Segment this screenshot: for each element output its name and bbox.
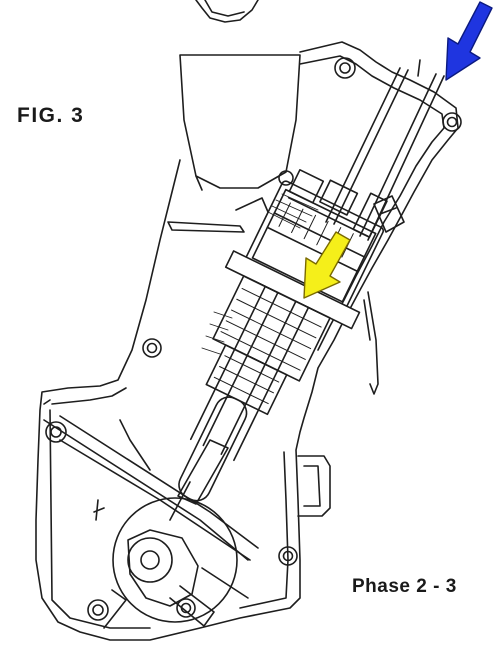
housing-outline xyxy=(35,41,459,641)
blue-arrow-icon xyxy=(445,1,493,81)
cylinder-assembly xyxy=(178,169,388,502)
hopper xyxy=(179,54,301,191)
crank-assembly xyxy=(103,497,249,629)
top-partial-object xyxy=(195,0,259,23)
fittings xyxy=(167,195,405,395)
control-rods xyxy=(325,59,445,241)
lower-chamber xyxy=(43,399,259,561)
side-box xyxy=(297,455,331,517)
figure-label: FIG. 3 xyxy=(17,104,85,127)
phase-caption: Phase 2 - 3 xyxy=(352,576,457,597)
cylinder-hatching xyxy=(201,193,319,355)
yellow-arrow-icon xyxy=(303,231,351,299)
connecting-rod xyxy=(169,439,229,521)
mounting-holes xyxy=(45,57,462,621)
